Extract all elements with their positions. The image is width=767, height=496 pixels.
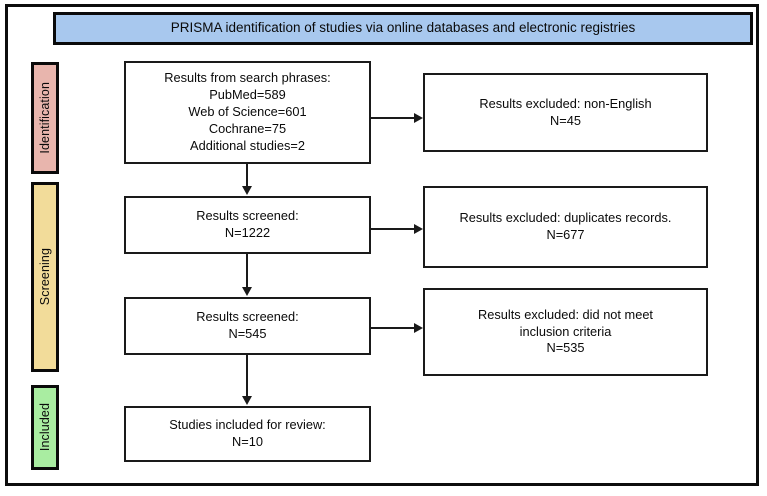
connector-screened-first-to-screened-second (246, 254, 248, 288)
box-results-screened-first-text: Results screened:N=1222 (196, 208, 299, 240)
stage-band-screening: Screening (31, 182, 59, 372)
arrowhead-screened-second-to-included (242, 396, 252, 405)
arrowhead-screened-first-to-screened-second (242, 287, 252, 296)
stage-label-identification: Identification (38, 82, 52, 154)
diagram-title-banner: PRISMA identification of studies via onl… (53, 12, 753, 45)
diagram-title-text: PRISMA identification of studies via onl… (170, 20, 636, 36)
stage-label-screening: Screening (38, 248, 52, 306)
box-results-screened-first: Results screened:N=1222 (124, 196, 371, 254)
connector-screened-second-to-included (246, 355, 248, 397)
stage-label-included: Included (38, 403, 52, 452)
box-studies-included: Studies included for review:N=10 (124, 406, 371, 462)
box-results-screened-second: Results screened:N=545 (124, 297, 371, 355)
connector-search-to-screened-first (246, 164, 248, 187)
box-excluded-duplicates-text: Results excluded: duplicates records.N=6… (459, 210, 672, 242)
arrowhead-screened-first-to-excluded-duplicates (414, 224, 423, 234)
connector-screened-first-to-excluded-duplicates (371, 228, 416, 230)
box-results-screened-second-text: Results screened:N=545 (196, 309, 299, 341)
box-studies-included-text: Studies included for review:N=10 (169, 417, 326, 449)
stage-band-identification: Identification (31, 62, 59, 174)
box-excluded-duplicates: Results excluded: duplicates records.N=6… (423, 186, 708, 268)
stage-band-included: Included (31, 385, 59, 470)
arrowhead-search-to-screened-first (242, 186, 252, 195)
connector-search-to-excluded-lang (371, 117, 416, 119)
connector-screened-second-to-excluded-criteria (371, 327, 416, 329)
arrowhead-screened-second-to-excluded-criteria (414, 323, 423, 333)
arrowhead-search-to-excluded-lang (414, 113, 423, 123)
